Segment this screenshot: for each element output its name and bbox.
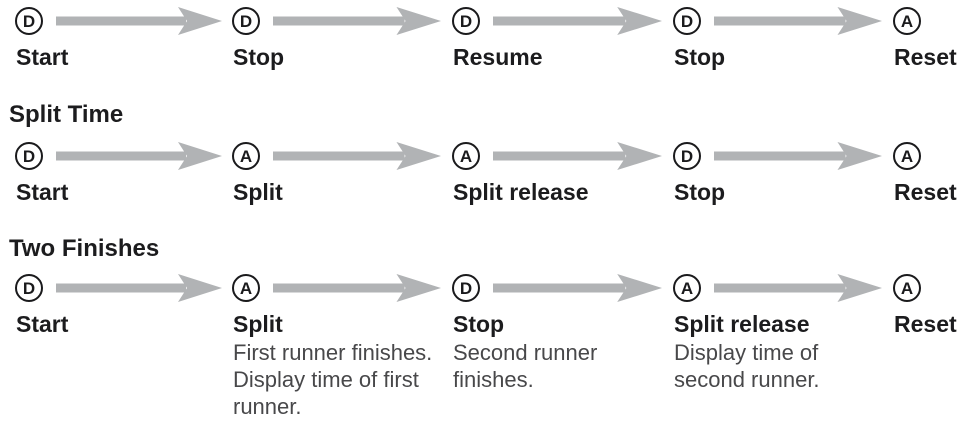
button-d-icon: D: [15, 7, 43, 35]
step-label: Split: [233, 179, 283, 205]
button-d-icon: D: [673, 142, 701, 170]
button-a-icon: A: [893, 274, 921, 302]
sequence-elapsed-time: D Start D Stop D Resume D Stop A Reset: [0, 0, 970, 95]
step-description-line: finishes.: [453, 367, 534, 392]
step-description: Second runner finishes.: [453, 339, 671, 393]
flow-arrow-icon: [714, 142, 882, 170]
button-a-icon: A: [893, 7, 921, 35]
step-start: D Start: [15, 7, 231, 70]
sequence-split-time: Split Time D Start A Split A Split relea…: [0, 101, 970, 213]
step-split: A Split First runner finishes. Display t…: [232, 274, 450, 420]
button-d-icon: D: [452, 7, 480, 35]
button-d-icon: D: [232, 7, 260, 35]
flow-arrow-icon: [273, 7, 441, 35]
step-label: Stop: [233, 44, 285, 70]
button-d-icon: D: [15, 274, 43, 302]
step-label: Start: [16, 311, 69, 337]
button-a-icon: A: [232, 142, 260, 170]
flow-arrow-icon: [273, 142, 441, 170]
step-label: Reset: [894, 44, 957, 70]
step-description-line: Display time of first: [233, 367, 419, 392]
step-label: Split: [233, 311, 283, 337]
step-description-line: Display time of: [674, 340, 819, 365]
step-description: First runner finishes. Display time of f…: [233, 339, 450, 420]
step-description-line: runner.: [233, 394, 302, 419]
button-a-icon: A: [893, 142, 921, 170]
step-label: Split release: [674, 311, 810, 337]
flow-arrow-icon: [56, 274, 222, 302]
step-label: Stop: [674, 44, 726, 70]
step-split: A Split: [232, 142, 450, 205]
step-reset: A Reset: [893, 274, 969, 337]
step-label: Stop: [453, 311, 505, 337]
flow-arrow-icon: [714, 7, 882, 35]
step-stop: D Stop: [232, 7, 450, 70]
section-title: Split Time: [9, 101, 124, 128]
button-a-icon: A: [452, 142, 480, 170]
step-label: Start: [16, 179, 69, 205]
flow-arrow-icon: [56, 7, 222, 35]
step-description-line: First runner finishes.: [233, 340, 433, 365]
step-label: Reset: [894, 179, 957, 205]
step-label: Stop: [674, 179, 726, 205]
step-label: Split release: [453, 179, 589, 205]
step-stop: D Stop: [673, 142, 891, 205]
step-description-line: Second runner: [453, 340, 598, 365]
flow-arrow-icon: [273, 274, 441, 302]
step-stop: D Stop Second runner finishes.: [452, 274, 671, 393]
step-stop: D Stop: [673, 7, 891, 70]
flow-arrow-icon: [56, 142, 222, 170]
button-d-icon: D: [673, 7, 701, 35]
step-split-release: A Split release: [452, 142, 671, 205]
step-description: Display time of second runner.: [674, 339, 891, 393]
button-a-icon: A: [232, 274, 260, 302]
step-label: Resume: [453, 44, 543, 70]
step-description-line: second runner.: [674, 367, 820, 392]
step-split-release: A Split release Display time of second r…: [673, 274, 891, 393]
button-a-icon: A: [673, 274, 701, 302]
step-reset: A Reset: [893, 142, 969, 205]
flow-arrow-icon: [493, 7, 662, 35]
button-d-icon: D: [15, 142, 43, 170]
step-start: D Start: [15, 274, 231, 337]
step-reset: A Reset: [893, 7, 969, 70]
step-resume: D Resume: [452, 7, 671, 70]
step-label: Reset: [894, 311, 957, 337]
button-d-icon: D: [452, 274, 480, 302]
flow-arrow-icon: [714, 274, 882, 302]
flow-arrow-icon: [493, 274, 662, 302]
section-title: Two Finishes: [9, 235, 160, 262]
sequence-two-finishes: Two Finishes D Start A Split First runne…: [0, 235, 970, 427]
step-label: Start: [16, 44, 69, 70]
flow-arrow-icon: [493, 142, 662, 170]
step-start: D Start: [15, 142, 231, 205]
